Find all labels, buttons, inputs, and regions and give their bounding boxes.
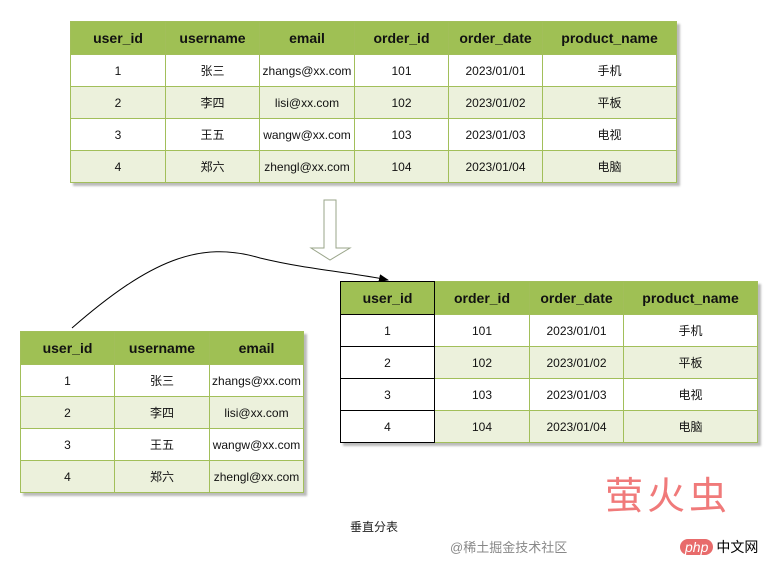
column-header: email (209, 331, 304, 365)
table-cell: 104 (434, 410, 530, 443)
table-cell: 手机 (542, 54, 677, 87)
table-cell: 李四 (114, 396, 210, 429)
column-header: user_id (340, 281, 435, 315)
table-cell: wangw@xx.com (259, 118, 355, 151)
table-cell: 1 (70, 54, 166, 87)
table-cell: 电视 (623, 378, 758, 411)
table-cell: 2023/01/01 (529, 314, 624, 347)
table-cell: 103 (434, 378, 530, 411)
hollow-down-arrow-icon (309, 199, 352, 261)
diagram-caption: 垂直分表 (350, 520, 399, 534)
table-cell: 张三 (114, 364, 210, 397)
table-cell: zhengl@xx.com (259, 150, 355, 183)
watermark-source: @稀土掘金技术社区 (450, 540, 568, 555)
table-cell: 3 (20, 428, 115, 461)
table-cell: 2023/01/04 (529, 410, 624, 443)
table-cell: 电视 (542, 118, 677, 151)
table-cell: 2023/01/03 (448, 118, 543, 151)
table-cell: 3 (70, 118, 166, 151)
table-cell: 2023/01/02 (529, 346, 624, 379)
column-header: product_name (623, 281, 758, 315)
table-cell: 平板 (623, 346, 758, 379)
table-cell: 1 (20, 364, 115, 397)
table-cell: 101 (354, 54, 449, 87)
table-cell: 手机 (623, 314, 758, 347)
table-cell: 2023/01/03 (529, 378, 624, 411)
table-cell: 2023/01/01 (448, 54, 543, 87)
table-cell: 电脑 (623, 410, 758, 443)
curved-arrow (71, 251, 389, 329)
table-cell: 2 (340, 346, 435, 379)
table-cell: lisi@xx.com (259, 86, 355, 119)
table-cell: 郑六 (114, 460, 210, 493)
column-header: username (114, 331, 210, 365)
table-cell: 3 (340, 378, 435, 411)
table-cell: 4 (20, 460, 115, 493)
table-cell: 102 (434, 346, 530, 379)
table-cell: 103 (354, 118, 449, 151)
column-header: order_date (529, 281, 624, 315)
column-header: order_date (448, 21, 543, 55)
table-cell: 2023/01/04 (448, 150, 543, 183)
php-badge: php (680, 539, 714, 555)
table-cell: 2 (70, 86, 166, 119)
table-cell: 4 (70, 150, 166, 183)
column-header: order_id (354, 21, 449, 55)
site-name: 中文网 (716, 539, 759, 555)
column-header: user_id (20, 331, 115, 365)
table-cell: 4 (340, 410, 435, 443)
watermark-logo: 萤火虫 (605, 474, 732, 518)
table-cell: wangw@xx.com (209, 428, 304, 461)
table-cell: 104 (354, 150, 449, 183)
table-cell: 102 (354, 86, 449, 119)
table-cell: zhangs@xx.com (209, 364, 304, 397)
table-cell: 王五 (165, 118, 260, 151)
column-header: username (165, 21, 260, 55)
column-header: product_name (542, 21, 677, 55)
table-cell: 2 (20, 396, 115, 429)
table-cell: 王五 (114, 428, 210, 461)
table-cell: 郑六 (165, 150, 260, 183)
table-cell: 2023/01/02 (448, 86, 543, 119)
table-cell: 李四 (165, 86, 260, 119)
column-header: user_id (70, 21, 166, 55)
table-cell: zhengl@xx.com (209, 460, 304, 493)
column-header: email (259, 21, 355, 55)
table-cell: 1 (340, 314, 435, 347)
table-cell: lisi@xx.com (209, 396, 304, 429)
table-cell: 101 (434, 314, 530, 347)
table-cell: 电脑 (542, 150, 677, 183)
table-cell: 平板 (542, 86, 677, 119)
table-cell: 张三 (165, 54, 260, 87)
table-cell: zhangs@xx.com (259, 54, 355, 87)
column-header: order_id (434, 281, 530, 315)
